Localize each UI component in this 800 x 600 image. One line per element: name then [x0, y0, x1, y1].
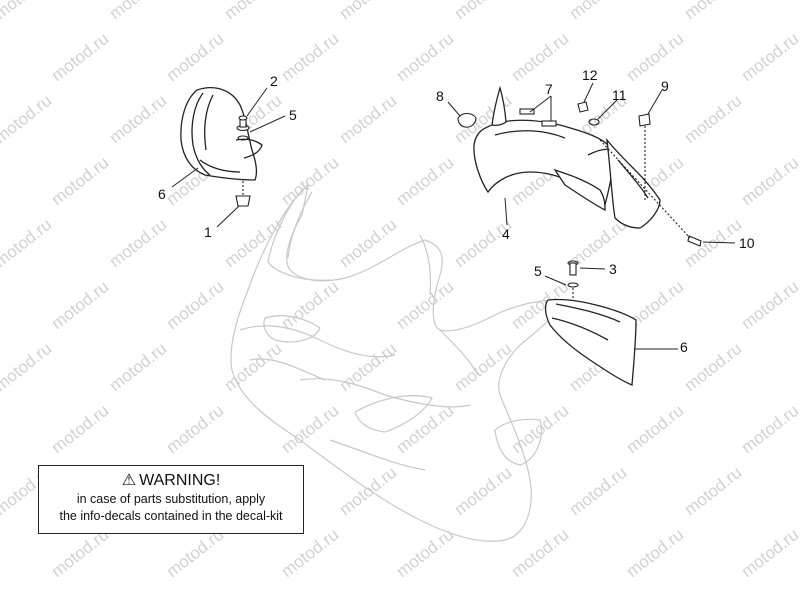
watermark-text: motod.ru — [48, 153, 113, 209]
callout-7: 7 — [545, 81, 553, 97]
watermark-text: motod.ru — [393, 401, 458, 457]
watermark-text: motod.ru — [508, 401, 573, 457]
callout-6-left: 6 — [158, 186, 166, 202]
watermark-text: motod.ru — [278, 401, 343, 457]
watermark-text: motod.ru — [48, 401, 113, 457]
watermark-text: motod.ru — [681, 0, 746, 23]
watermark-text: motod.ru — [623, 525, 688, 581]
watermark-text: motod.ru — [278, 153, 343, 209]
left-nut — [235, 181, 251, 207]
watermark-text: motod.ru — [278, 277, 343, 333]
watermark-text: motod.ru — [48, 29, 113, 85]
watermark-text: motod.ru — [106, 91, 171, 147]
watermark-text: motod.ru — [796, 339, 800, 395]
watermark-text: motod.ru — [796, 463, 800, 519]
callout-12: 12 — [582, 67, 598, 83]
watermark-text: motod.ru — [163, 277, 228, 333]
watermark-text: motod.ru — [106, 0, 171, 23]
warning-line-1: in case of parts substitution, apply — [76, 492, 266, 506]
watermark-text: motod.ru — [336, 339, 401, 395]
callout-8: 8 — [436, 88, 444, 104]
watermark-text: motod.ru — [451, 0, 516, 23]
callout-labels: 1 2 5 6 4 8 7 12 11 9 10 5 3 6 — [158, 67, 755, 355]
callout-11: 11 — [612, 87, 627, 103]
watermark-text: motod.ru — [0, 91, 55, 147]
watermark-text: motod.ru — [278, 29, 343, 85]
watermark-text: motod.ru — [508, 29, 573, 85]
callout-4: 4 — [502, 226, 510, 242]
watermark-text: motod.ru — [681, 339, 746, 395]
callout-1: 1 — [204, 224, 212, 240]
watermark-text: motod.ru — [681, 463, 746, 519]
watermark-text: motod.ru — [163, 29, 228, 85]
callout-6-right: 6 — [680, 339, 688, 355]
watermark-text: motod.ru — [221, 339, 286, 395]
warning-line-2: the info-decals contained in the decal-k… — [59, 509, 283, 523]
left-headlight-cover — [180, 87, 263, 181]
callout-3: 3 — [609, 261, 617, 277]
watermark-text: motod.ru — [623, 29, 688, 85]
watermark-text: motod.ru — [681, 215, 746, 271]
watermark-text: motod.ru — [336, 215, 401, 271]
watermark-text: motod.ru — [738, 277, 800, 333]
watermark-text: motod.ru — [796, 91, 800, 147]
watermark-text: motod.ru — [738, 525, 800, 581]
watermark-text: motod.ru — [623, 401, 688, 457]
right-headlight-cover — [544, 298, 637, 386]
watermark-text: motod.ru — [738, 29, 800, 85]
watermark-text: motod.ru — [738, 153, 800, 209]
watermark-text: motod.ru — [336, 463, 401, 519]
warning-triangle-icon: ⚠ — [121, 472, 137, 489]
watermark-text: motod.ru — [336, 0, 401, 23]
watermark-text: motod.ru — [566, 463, 631, 519]
front-mudguard — [473, 85, 614, 212]
watermark-text: motod.ru — [451, 463, 516, 519]
watermark-text: motod.ru — [566, 0, 631, 23]
left-screw-and-washer — [236, 115, 250, 141]
watermark-text: motod.ru — [0, 215, 55, 271]
watermark-text: motod.ru — [451, 339, 516, 395]
leader-lines — [171, 82, 736, 350]
watermark-text: motod.ru — [221, 0, 286, 23]
watermark-text: motod.ru — [106, 339, 171, 395]
right-cover-fasteners — [567, 260, 579, 300]
watermark-text: motod.ru — [393, 29, 458, 85]
watermark-text: motod.ru — [451, 215, 516, 271]
watermark-text: motod.ru — [796, 0, 800, 23]
watermark-text: motod.ru — [48, 277, 113, 333]
watermark-text: motod.ru — [393, 153, 458, 209]
warning-title: WARNING! — [139, 472, 221, 489]
watermark-text: motod.ru — [393, 277, 458, 333]
callout-5-right: 5 — [534, 263, 542, 279]
watermark-text: motod.ru — [163, 401, 228, 457]
watermark-text: motod.ru — [106, 215, 171, 271]
watermark-text: motod.ru — [738, 401, 800, 457]
watermark-text: motod.ru — [0, 339, 55, 395]
watermark-text: motod.ru — [393, 525, 458, 581]
watermark-text: motod.ru — [796, 215, 800, 271]
callout-10: 10 — [739, 235, 755, 251]
warning-notice: ⚠WARNING! in case of parts substitution,… — [38, 465, 304, 534]
mudguard-fasteners — [457, 101, 702, 247]
watermark-text: motod.ru — [0, 0, 55, 23]
watermark-text: motod.ru — [221, 215, 286, 271]
watermark-text: motod.ru — [336, 91, 401, 147]
callout-9: 9 — [661, 78, 669, 94]
callout-5-left: 5 — [289, 107, 297, 123]
fairing-body-outline — [230, 183, 557, 542]
watermark-text: motod.ru — [681, 91, 746, 147]
callout-2: 2 — [270, 73, 278, 89]
